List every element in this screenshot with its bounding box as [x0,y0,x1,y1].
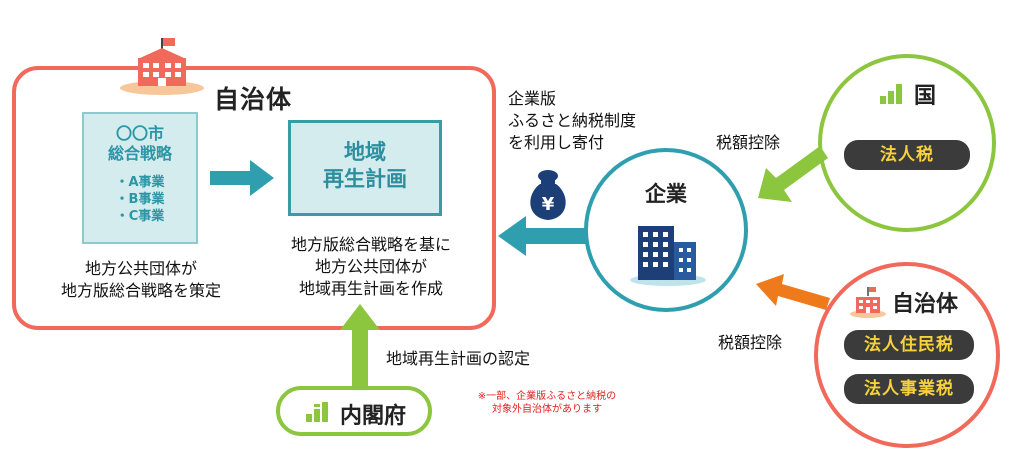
plan-caption-line: 地方公共団体が [314,257,427,276]
local-gov-circle: 自治体 法人住民税 法人事業税 [814,262,1000,448]
plan-caption: 地方版総合戦略を基に 地方公共団体が 地域再生計画を作成 [258,234,484,300]
country-name: 国 [914,84,937,109]
government-bars-icon [306,402,328,422]
office-building-icon [630,226,706,286]
strategy-item: ・A事業 [115,175,165,190]
local-gov-deduction-label: 税額控除 [718,333,783,352]
country-circle: 国 法人税 [818,54,996,232]
plan-caption-line: 地域再生計画を作成 [298,279,443,298]
approval-label: 地域再生計画の認定 [386,349,531,368]
money-bag-icon: ¥ [530,170,566,220]
strategy-items: ・A事業 ・B事業 ・C事業 [84,174,196,225]
municipal-building-icon [850,287,886,318]
approval-arrow [340,304,380,388]
local-gov-name: 自治体 [892,292,959,317]
plan-document: 地域 再生計画 [288,120,442,216]
government-bars-icon [880,84,902,104]
note-line: 対象外自治体があります [492,404,602,415]
donation-label-line: 企業版 [508,89,557,108]
strategy-to-plan-arrow [210,160,274,196]
cabinet-office: 内閣府 [276,386,432,436]
strategy-caption-line: 地方公共団体が [84,259,197,278]
strategy-caption: 地方公共団体が 地方版総合戦略を策定 [36,258,246,302]
company-name: 企業 [645,182,687,206]
note-line: ※一部、企業版ふるさと納税の [477,391,617,402]
company-circle: 企業 [584,148,748,312]
donation-arrow [498,216,598,256]
tax-pill: 法人事業税 [844,374,974,404]
strategy-title: 総合戦略 [107,144,172,163]
strategy-document: 〇〇市 総合戦略 ・A事業 ・B事業 ・C事業 [82,112,198,244]
tax-pill: 法人住民税 [844,330,974,360]
svg-text:¥: ¥ [542,194,555,215]
plan-line: 再生計画 [323,167,407,191]
country-deduction-arrow [758,146,828,202]
strategy-item: ・B事業 [115,192,165,207]
tax-pill: 法人税 [844,140,970,170]
donation-label-line: ふるさと納税制度 [508,111,637,130]
municipal-building-icon [120,38,204,95]
local-gov-deduction-arrow [756,274,830,310]
plan-caption-line: 地方版総合戦略を基に [290,235,451,254]
municipality-title: 自治体 [214,85,293,114]
donation-label-line: を利用し寄付 [508,133,605,152]
cabinet-name: 内閣府 [340,404,407,429]
strategy-caption-line: 地方版総合戦略を策定 [60,281,221,300]
country-deduction-label: 税額控除 [716,133,781,152]
strategy-city: 〇〇市 [115,124,164,143]
donation-label: 企業版 ふるさと納税制度 を利用し寄付 [508,88,678,154]
plan-line: 地域 [344,140,386,164]
note: ※一部、企業版ふるさと納税の 対象外自治体があります [444,390,650,416]
strategy-item: ・C事業 [115,209,165,224]
